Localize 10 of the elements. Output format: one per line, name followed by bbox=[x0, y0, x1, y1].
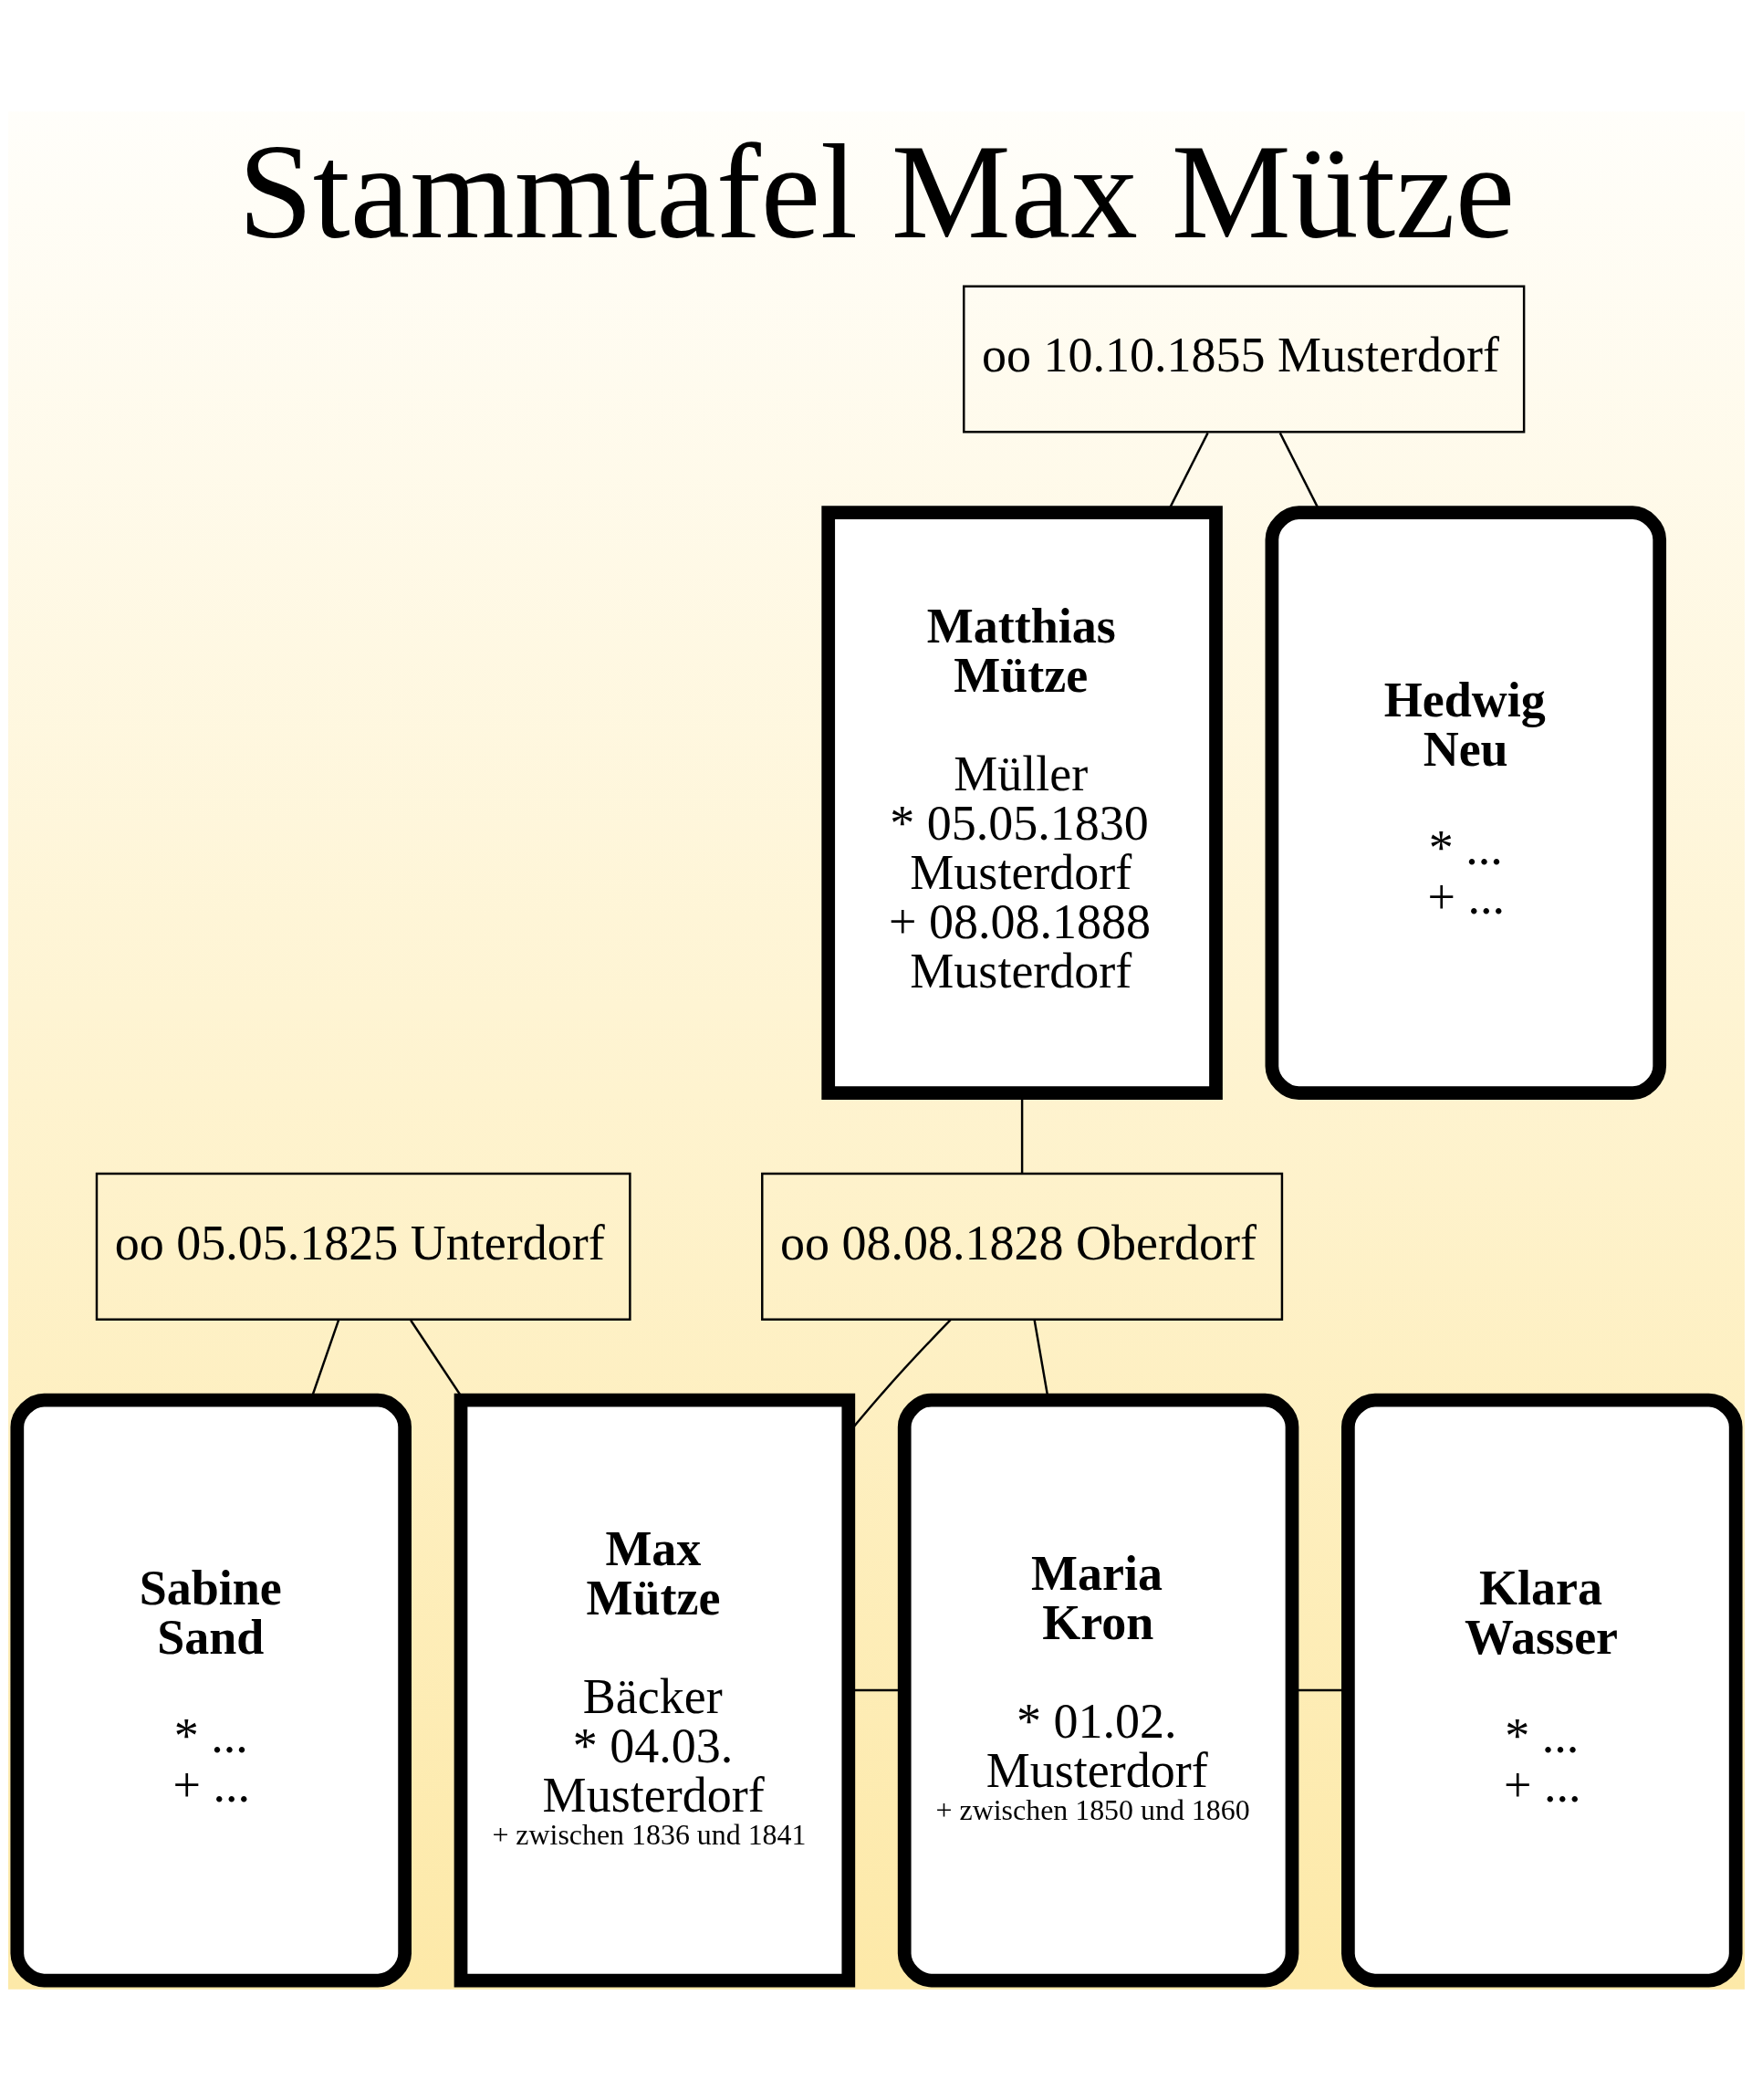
node-box: Sabine Sand * ... + ... bbox=[9, 1393, 412, 1987]
node-box: oo 08.08.1828 Oberdorf bbox=[760, 1172, 1283, 1321]
node-box: oo 05.05.1825 Unterdorf bbox=[95, 1172, 631, 1321]
node-box: Max Mütze Bäcker * 04.03. Musterdorf + zwischen 1836 und 1841 bbox=[454, 1393, 855, 1987]
node-box: oo 10.10.1855 Musterdorf bbox=[962, 284, 1525, 434]
node-box: Matthias Mütze Müller * 05.05.1830 Musterdorf + 08.08.1888 Musterdorf bbox=[820, 505, 1223, 1100]
node-box: Hedwig Neu * ... + ... bbox=[1265, 505, 1666, 1100]
node-box: Maria Kron * 01.02. Musterdorf + zwischen 1850 und 1860 bbox=[897, 1393, 1298, 1987]
node-box: Klara Wasser * ... + ... bbox=[1340, 1393, 1743, 1987]
diagram-title: Stammtafel Max Mütze bbox=[237, 117, 1515, 266]
